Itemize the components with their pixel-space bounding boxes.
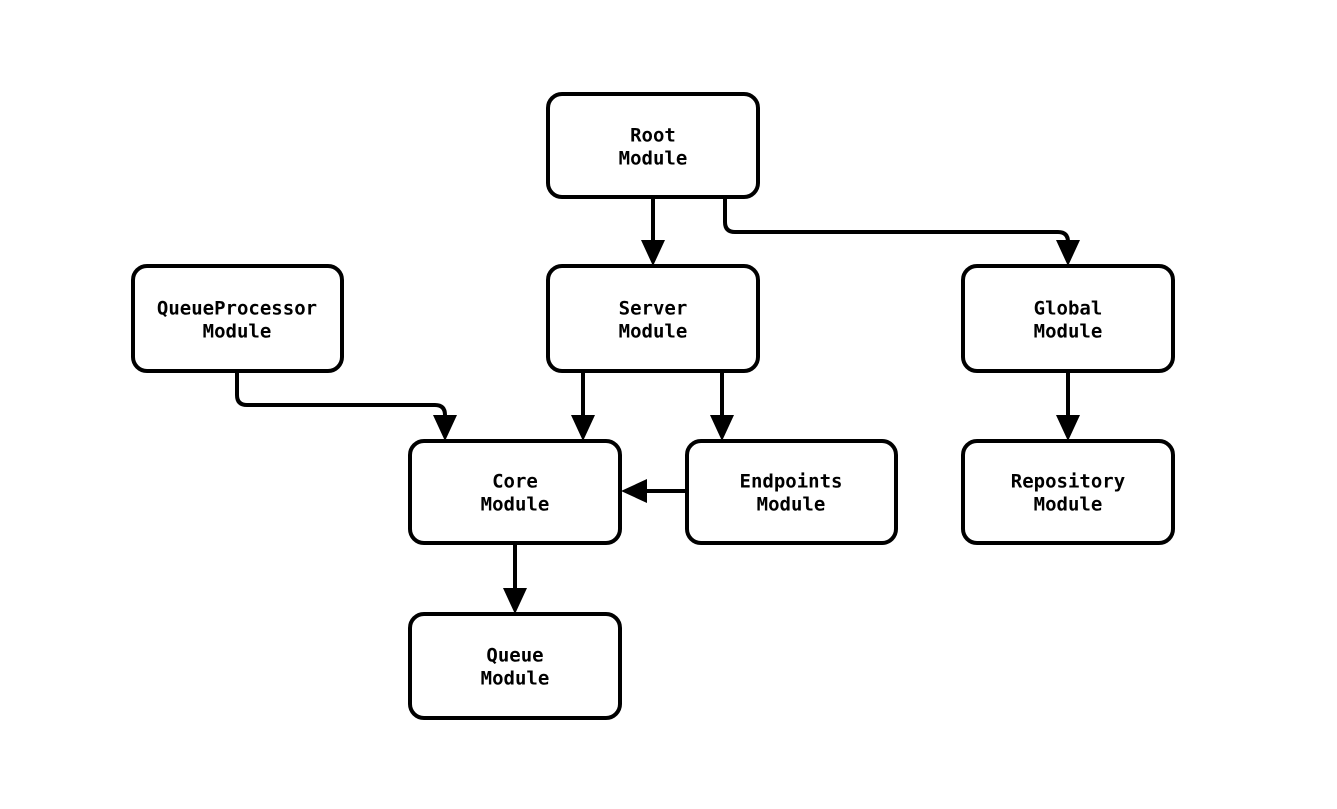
node-server-module-label-line1: Server (619, 298, 688, 320)
node-endpoints-module-label-line2: Module (757, 494, 826, 516)
node-server-module[interactable]: Server Module (546, 264, 760, 373)
edge-core-to-queue-arrowhead (503, 588, 527, 614)
node-repository-module-box[interactable] (961, 439, 1175, 545)
edge-queueprocessor-to-core-arrowhead (433, 415, 457, 441)
edge-root-to-global-line (723, 197, 1070, 248)
node-repository-module[interactable]: Repository Module (961, 439, 1175, 545)
edge-server-to-core-arrowhead (571, 415, 595, 441)
node-core-module-label-line2: Module (481, 494, 550, 516)
edge-queueprocessor-to-core (235, 371, 457, 441)
edge-endpoints-to-core (621, 479, 687, 503)
node-endpoints-module-label-line1: Endpoints (740, 471, 843, 493)
node-root-module-box[interactable] (546, 92, 760, 199)
node-queueprocessor-module-box[interactable] (131, 264, 344, 373)
node-global-module-label-line2: Module (1034, 321, 1103, 343)
node-queue-module-label-line2: Module (481, 668, 550, 690)
node-repository-module-label-line2: Module (1034, 494, 1103, 516)
node-core-module-box[interactable] (408, 439, 622, 545)
node-queueprocessor-module-label-line2: Module (203, 321, 272, 343)
edge-endpoints-to-core-arrowhead (621, 479, 647, 503)
node-queue-module-label-line1: Queue (486, 645, 543, 667)
node-global-module-label-line1: Global (1034, 298, 1103, 320)
node-root-module[interactable]: Root Module (546, 92, 760, 199)
node-repository-module-label-line1: Repository (1011, 471, 1125, 493)
edge-core-to-queue (503, 543, 527, 614)
node-server-module-box[interactable] (546, 264, 760, 373)
edge-server-to-endpoints-arrowhead (710, 415, 734, 441)
edge-root-to-server-arrowhead (641, 240, 665, 266)
node-root-module-label-line1: Root (630, 125, 676, 147)
node-endpoints-module-box[interactable] (685, 439, 898, 545)
node-queueprocessor-module-label-line1: QueueProcessor (157, 298, 317, 320)
edge-server-to-endpoints (710, 371, 734, 441)
node-core-module-label-line1: Core (492, 471, 538, 493)
edge-root-to-global-arrowhead (1056, 240, 1080, 266)
node-core-module[interactable]: Core Module (408, 439, 622, 545)
node-global-module-box[interactable] (961, 264, 1175, 373)
edge-root-to-server (641, 197, 665, 266)
edge-server-to-core (571, 371, 595, 441)
edge-global-to-repository (1056, 371, 1080, 441)
edge-global-to-repository-arrowhead (1056, 415, 1080, 441)
node-global-module[interactable]: Global Module (961, 264, 1175, 373)
node-endpoints-module[interactable]: Endpoints Module (685, 439, 898, 545)
node-server-module-label-line2: Module (619, 321, 688, 343)
node-queueprocessor-module[interactable]: QueueProcessor Module (131, 264, 344, 373)
edge-queueprocessor-to-core-line (235, 371, 447, 423)
edge-root-to-global (723, 197, 1080, 266)
node-queue-module-box[interactable] (408, 612, 622, 720)
node-queue-module[interactable]: Queue Module (408, 612, 622, 720)
node-root-module-label-line2: Module (619, 148, 688, 170)
